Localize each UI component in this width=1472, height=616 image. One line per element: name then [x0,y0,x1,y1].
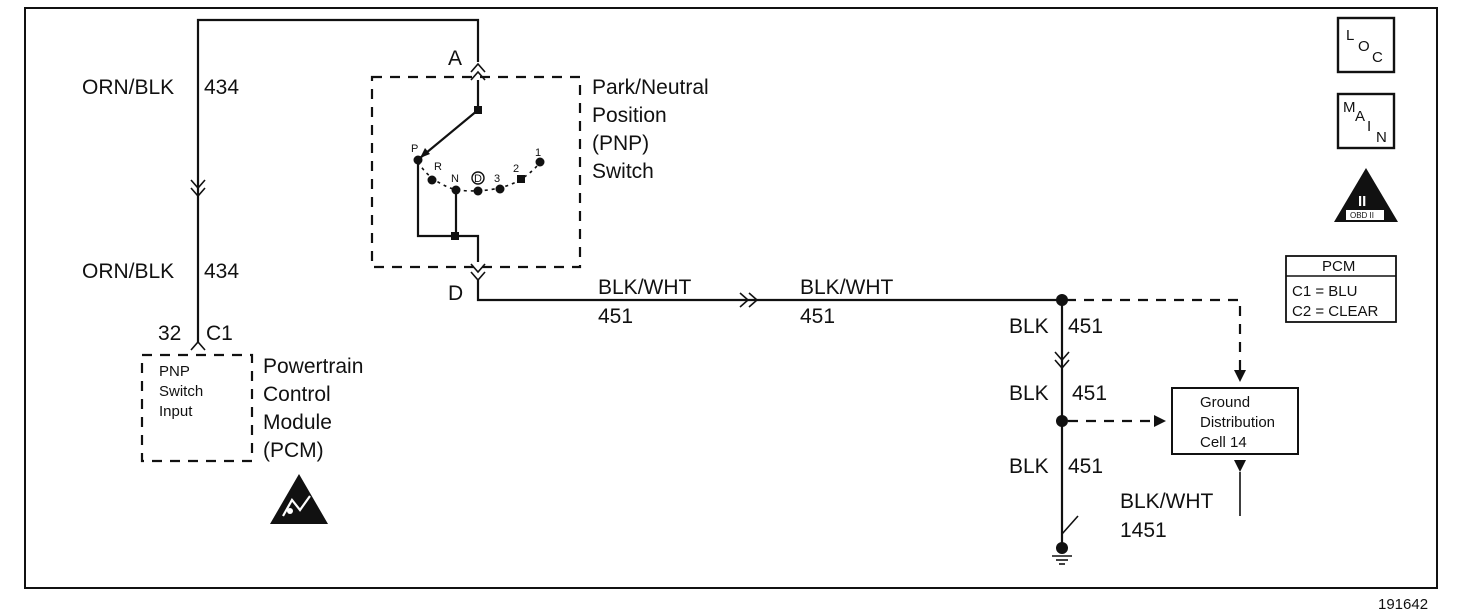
pnp-title-line-3: (PNP) [592,132,649,155]
obd-ii-icon: II OBD II [1334,168,1398,222]
pcm-pin-number: 32 [158,322,181,345]
pcm-connector-id: C1 [206,322,233,345]
position-d-ring [471,171,485,185]
main-letter-n: N [1376,129,1387,146]
wire-label-blk-3: BLK [1009,455,1049,478]
figure-number: 191642 [1378,596,1428,613]
circuit-label-451-g1: 451 [1068,315,1103,338]
wire-label-blk-1: BLK [1009,315,1049,338]
circuit-label-451-left: 451 [598,305,633,328]
wire-label-orn-blk-lower: ORN/BLK [82,260,174,283]
terminal-a-connector [470,62,486,73]
pnp-switch-mechanism [413,80,545,262]
pcm-input-line-1: PNP [159,363,190,380]
circuit-label-451-g2: 451 [1072,382,1107,405]
ground-distribution-box [1171,387,1299,455]
diagram-border [24,7,1438,589]
obd-label: OBD II [1350,211,1374,220]
pnp-title-line-4: Switch [592,160,654,183]
circuit-label-434-lower: 434 [204,260,239,283]
position-2: 2 [513,163,519,175]
pcm-input-line-3: Input [159,403,193,420]
esd-warning-icon [270,474,328,524]
main-letter-m: M [1343,99,1356,116]
position-r: R [434,161,442,173]
wire-label-orn-blk-upper: ORN/BLK [82,76,174,99]
ground-distribution-line-3: Cell 14 [1200,434,1247,451]
loc-icon: L O C [1336,16,1396,74]
position-p: P [411,143,418,155]
terminal-d-connector [470,263,486,274]
circuit-label-1451: 1451 [1120,519,1167,542]
wire-434 [190,18,480,342]
wire-label-blk-wht-ground: BLK/WHT [1120,490,1214,513]
circuit-label-451-right: 451 [800,305,835,328]
loc-letter-c: C [1372,49,1383,66]
ground-distribution-refs [1066,298,1246,516]
terminal-a-label: A [448,47,462,70]
position-n: N [451,173,459,185]
pcm-title-line-4: (PCM) [263,439,324,462]
pcm-title-line-2: Control [263,383,331,406]
wire-label-blk-2: BLK [1009,382,1049,405]
wire-label-blk-wht-left: BLK/WHT [598,276,692,299]
wire-label-blk-wht-right: BLK/WHT [800,276,894,299]
position-d: D [474,173,482,185]
ground-wire [1054,294,1079,548]
obd-numeral: II [1358,193,1366,210]
position-1: 1 [535,147,541,159]
pcm-input-line-2: Switch [159,383,203,400]
main-letter-i: I [1367,118,1371,135]
main-icon: M A I N [1336,92,1396,150]
terminal-d-label: D [448,282,463,305]
pcm-connector-symbol [190,340,206,351]
loc-letter-l: L [1346,27,1354,44]
circuit-label-434-upper: 434 [204,76,239,99]
loc-letter-o: O [1358,38,1370,55]
pcm-table-header: PCM [1322,258,1355,275]
position-3: 3 [494,173,500,185]
pcm-title-line-3: Module [263,411,332,434]
ground-distribution-line-2: Distribution [1200,414,1275,431]
main-letter-a: A [1355,108,1365,125]
pcm-connector-table [1285,255,1397,323]
ground-icon [1052,542,1072,565]
wire-451 [476,280,1062,308]
ground-distribution-line-1: Ground [1200,394,1250,411]
pnp-title-line-2: Position [592,104,667,127]
circuit-label-451-g3: 451 [1068,455,1103,478]
pcm-title-line-1: Powertrain [263,355,363,378]
pnp-title-line-1: Park/Neutral [592,76,709,99]
pcm-table-row-1: C1 = BLU [1292,283,1357,300]
pcm-module-box [140,353,254,463]
pcm-table-row-2: C2 = CLEAR [1292,303,1378,320]
